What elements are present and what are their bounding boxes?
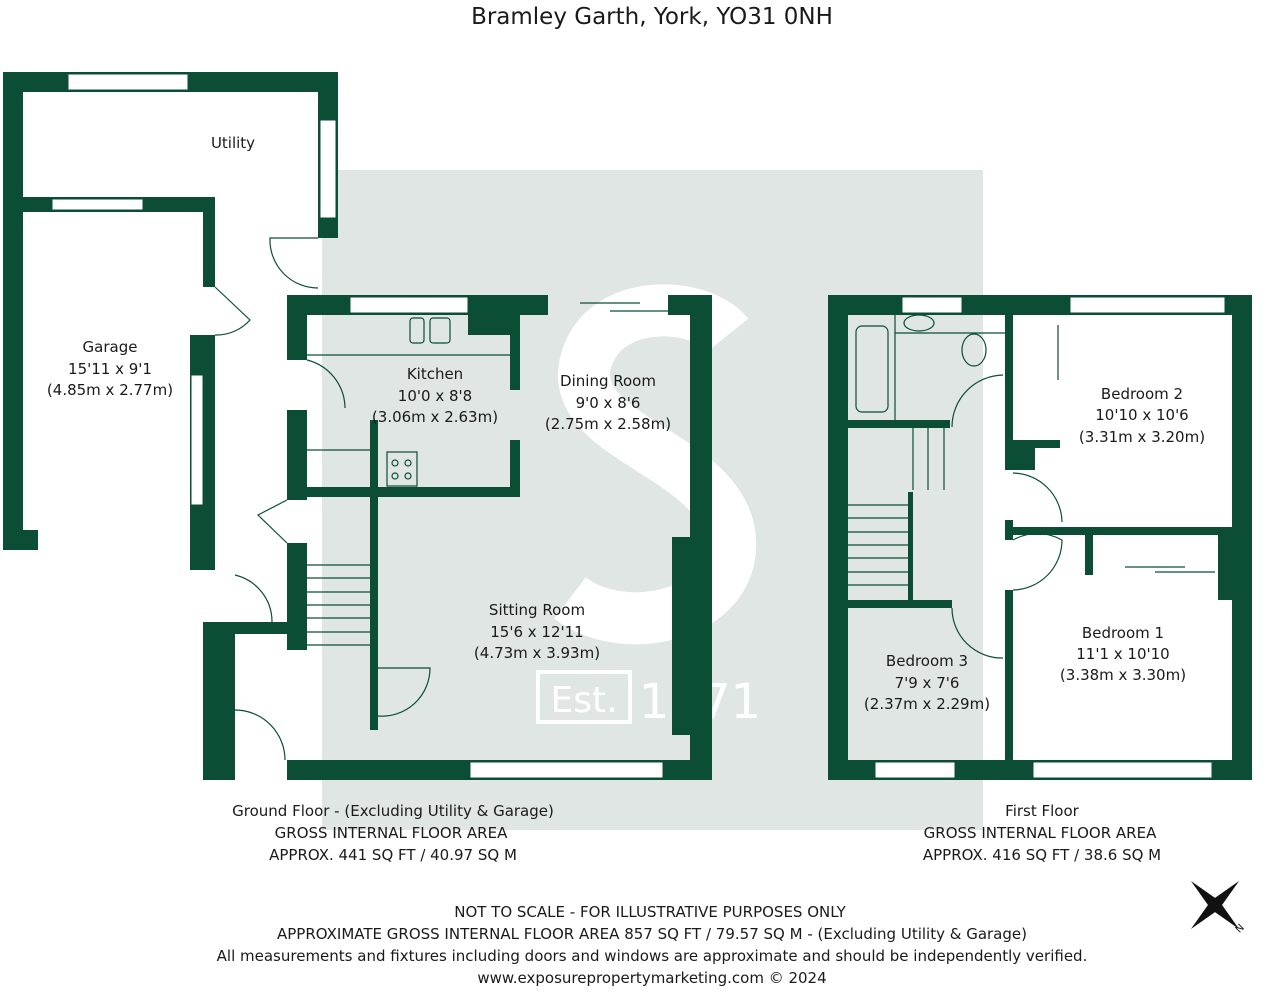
svg-text:11'1 x 10'10: 11'1 x 10'10 bbox=[1076, 645, 1169, 663]
svg-text:APPROXIMATE GROSS INTERNAL FLO: APPROXIMATE GROSS INTERNAL FLOOR AREA 85… bbox=[277, 925, 1027, 943]
svg-text:15'6 x 12'11: 15'6 x 12'11 bbox=[490, 623, 583, 641]
svg-text:Kitchen: Kitchen bbox=[407, 365, 463, 383]
watermark-s-logo bbox=[554, 284, 757, 645]
room-label-bedroom-1: Bedroom 1 11'1 x 10'10 (3.38m x 3.30m) bbox=[1060, 624, 1186, 684]
footer-notes: NOT TO SCALE - FOR ILLUSTRATIVE PURPOSES… bbox=[217, 903, 1088, 987]
room-label-garage: Garage 15'11 x 9'1 (4.85m x 2.77m) bbox=[47, 338, 173, 399]
room-label-kitchen: Kitchen 10'0 x 8'8 (3.06m x 2.63m) bbox=[372, 365, 498, 426]
room-label-bedroom-2: Bedroom 2 10'10 x 10'6 (3.31m x 3.20m) bbox=[1079, 385, 1205, 446]
watermark-est: Est. bbox=[550, 680, 617, 721]
svg-text:www.exposurepropertymarketing.: www.exposurepropertymarketing.com © 2024 bbox=[477, 969, 826, 987]
svg-text:First Floor: First Floor bbox=[1005, 802, 1079, 820]
svg-text:(2.37m x 2.29m): (2.37m x 2.29m) bbox=[864, 695, 990, 713]
compass-north-label: N bbox=[1234, 922, 1247, 935]
svg-text:Sitting Room: Sitting Room bbox=[489, 601, 585, 619]
room-label-sitting-room: Sitting Room 15'6 x 12'11 (4.73m x 3.93m… bbox=[474, 601, 600, 662]
svg-text:Garage: Garage bbox=[83, 338, 138, 356]
svg-text:NOT TO SCALE - FOR ILLUSTRATIV: NOT TO SCALE - FOR ILLUSTRATIVE PURPOSES… bbox=[454, 903, 846, 921]
first-floor-caption: First Floor GROSS INTERNAL FLOOR AREA AP… bbox=[923, 802, 1161, 864]
room-label-dining-room: Dining Room 9'0 x 8'6 (2.75m x 2.58m) bbox=[545, 372, 671, 433]
compass-rose-icon bbox=[1190, 880, 1240, 930]
svg-text:APPROX. 441 SQ FT / 40.97 SQ M: APPROX. 441 SQ FT / 40.97 SQ M bbox=[269, 846, 517, 864]
svg-text:(4.73m x 3.93m): (4.73m x 3.93m) bbox=[474, 644, 600, 662]
svg-text:(3.38m x 3.30m): (3.38m x 3.30m) bbox=[1060, 666, 1186, 684]
svg-text:APPROX. 416 SQ FT / 38.6 SQ M: APPROX. 416 SQ FT / 38.6 SQ M bbox=[923, 846, 1161, 864]
svg-text:(4.85m x 2.77m): (4.85m x 2.77m) bbox=[47, 381, 173, 399]
svg-text:7'9 x 7'6: 7'9 x 7'6 bbox=[895, 674, 960, 692]
room-label-utility: Utility bbox=[211, 134, 255, 152]
svg-text:Bedroom 3: Bedroom 3 bbox=[886, 652, 968, 670]
svg-text:9'0 x 8'6: 9'0 x 8'6 bbox=[576, 394, 641, 412]
svg-text:10'0 x 8'8: 10'0 x 8'8 bbox=[398, 387, 472, 405]
svg-text:Dining Room: Dining Room bbox=[560, 372, 656, 390]
svg-text:15'11 x 9'1: 15'11 x 9'1 bbox=[68, 360, 152, 378]
svg-text:Bedroom 2: Bedroom 2 bbox=[1101, 385, 1183, 403]
svg-text:GROSS INTERNAL FLOOR AREA: GROSS INTERNAL FLOOR AREA bbox=[924, 824, 1157, 842]
svg-text:10'10 x 10'6: 10'10 x 10'6 bbox=[1095, 406, 1188, 424]
first-floor-walls bbox=[828, 295, 1252, 780]
page-title: Bramley Garth, York, YO31 0NH bbox=[471, 4, 833, 30]
svg-text:(2.75m x 2.58m): (2.75m x 2.58m) bbox=[545, 415, 671, 433]
svg-text:(3.06m x 2.63m): (3.06m x 2.63m) bbox=[372, 408, 498, 426]
room-label-bedroom-3: Bedroom 3 7'9 x 7'6 (2.37m x 2.29m) bbox=[864, 652, 990, 713]
svg-text:GROSS INTERNAL FLOOR AREA: GROSS INTERNAL FLOOR AREA bbox=[275, 824, 508, 842]
ground-floor-walls bbox=[203, 295, 712, 780]
ground-floor-caption: Ground Floor - (Excluding Utility & Gara… bbox=[232, 802, 554, 864]
svg-text:(3.31m x 3.20m): (3.31m x 3.20m) bbox=[1079, 428, 1205, 446]
svg-text:Ground Floor - (Excluding Util: Ground Floor - (Excluding Utility & Gara… bbox=[232, 802, 554, 820]
garage-utility-walls bbox=[3, 72, 338, 570]
svg-text:Utility: Utility bbox=[211, 134, 255, 152]
svg-text:Bedroom 1: Bedroom 1 bbox=[1082, 624, 1164, 642]
svg-text:All measurements and fixtures: All measurements and fixtures including … bbox=[217, 947, 1088, 965]
